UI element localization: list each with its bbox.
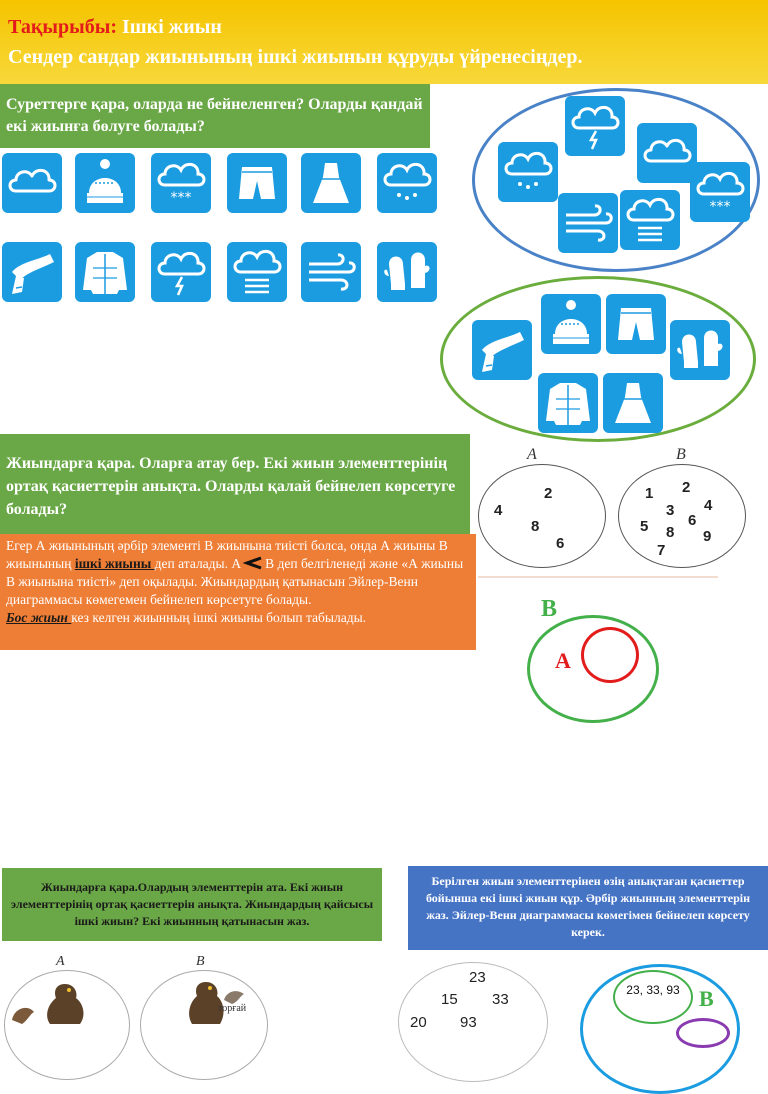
set-b-number: 6 <box>688 512 697 529</box>
mittens-icon <box>670 320 730 380</box>
jacket-icon <box>75 242 135 302</box>
page-subtitle: Сендер сандар жиынының ішкі жиынын құруд… <box>8 46 583 68</box>
definition-text: деп аталады. А <box>154 556 242 571</box>
header-banner: Тақырыбы: Ішкі жиын Сендер сандар жиынын… <box>0 0 768 84</box>
winter-hat-icon <box>541 294 601 354</box>
answer-second-circle <box>676 1018 730 1048</box>
set-b-number: 4 <box>704 497 713 514</box>
set-b-number: 3 <box>666 502 675 519</box>
set-b-number: 8 <box>666 524 675 541</box>
winter-hat-icon <box>75 153 135 213</box>
scarf-icon <box>2 242 62 302</box>
number-set-item: 93 <box>460 1014 477 1031</box>
number-set-item: 15 <box>441 991 458 1008</box>
set-b-number: 1 <box>645 485 654 502</box>
subset-symbol-icon <box>242 556 262 570</box>
set-b-number: 7 <box>657 542 666 559</box>
number-set-item: 20 <box>410 1014 427 1031</box>
set-b-number: 2 <box>682 479 691 496</box>
snow-cloud-icon <box>151 153 211 213</box>
jacket-icon <box>538 373 598 433</box>
set-b-number: 9 <box>703 528 712 545</box>
definition-text: кез келген жиынның ішкі жиыны болып табы… <box>71 610 367 625</box>
answer-b-label: B <box>699 986 714 1011</box>
shorts-icon <box>606 294 666 354</box>
definition-text: В деп белгіленеді және «А жиыны В жиынын… <box>6 556 464 607</box>
cloud-icon <box>2 153 62 213</box>
fog-cloud-icon <box>620 190 680 250</box>
definition-text: Егер А жиынының әрбір элементі В жиынына… <box>6 538 448 571</box>
dress-icon <box>603 373 663 433</box>
sparrow-icon <box>224 991 244 1004</box>
topic-label: Тақырыбы: <box>8 16 117 38</box>
set-a-oval <box>478 464 606 568</box>
definition-box: Егер А жиынының әрбір элементі В жиынына… <box>0 534 476 650</box>
empty-set-term: Бос жиын <box>6 610 72 625</box>
venn-inner-circle <box>581 627 639 683</box>
scarf-icon <box>472 320 532 380</box>
venn-inner-label: A <box>555 648 571 673</box>
set-b-label: B <box>676 446 686 463</box>
wind-icon <box>301 242 361 302</box>
shorts-icon <box>227 153 287 213</box>
weather-set-oval <box>472 88 760 272</box>
set-b-oval <box>618 464 746 568</box>
bird-icon <box>12 1007 34 1024</box>
topic-line: Тақырыбы: Ішкі жиын <box>8 16 222 39</box>
divider <box>478 576 718 578</box>
task4-box: Берілген жиын элементтерінен өзің анықта… <box>408 866 768 950</box>
number-set-item: 33 <box>492 991 509 1008</box>
cloud-icon <box>637 123 697 183</box>
set-a-label: A <box>527 446 537 463</box>
bird-set-b-label: B <box>196 954 205 969</box>
topic-value: Ішкі жиын <box>117 16 222 38</box>
storm-cloud-icon <box>151 242 211 302</box>
eagle-icon <box>189 982 224 1024</box>
bird-caption: торғай <box>218 1003 247 1014</box>
set-a-number: 2 <box>544 485 553 502</box>
wind-icon <box>558 193 618 253</box>
bird-set-a-label: A <box>56 954 65 969</box>
clothes-set-oval <box>440 276 756 442</box>
answer-inner-circle <box>613 970 693 1024</box>
answer-inner-numbers: 23, 33, 93 <box>626 983 680 997</box>
rain-cloud-icon <box>377 153 437 213</box>
set-b-number: 5 <box>640 518 649 535</box>
task1-box: Суреттерге қара, оларда не бейнеленген? … <box>0 84 430 148</box>
set-a-number: 6 <box>556 535 565 552</box>
venn-outer-label: B <box>541 596 558 622</box>
eagle-icon <box>47 984 84 1024</box>
set-a-number: 8 <box>531 518 540 535</box>
task3-box: Жиындарға қара.Олардың элементтерін ата.… <box>2 868 382 941</box>
venn-outer-circle <box>527 615 659 723</box>
fog-cloud-icon <box>227 242 287 302</box>
storm-cloud-icon <box>565 96 625 156</box>
mittens-icon <box>377 242 437 302</box>
rain-cloud-icon <box>498 142 558 202</box>
set-a-number: 4 <box>494 502 503 519</box>
number-set-item: 23 <box>469 969 486 986</box>
dress-icon <box>301 153 361 213</box>
task2-box: Жиындарға қара. Оларға атау бер. Екі жиы… <box>0 434 470 534</box>
subset-term: ішкі жиыны <box>74 556 155 571</box>
snow-cloud-icon <box>690 162 750 222</box>
